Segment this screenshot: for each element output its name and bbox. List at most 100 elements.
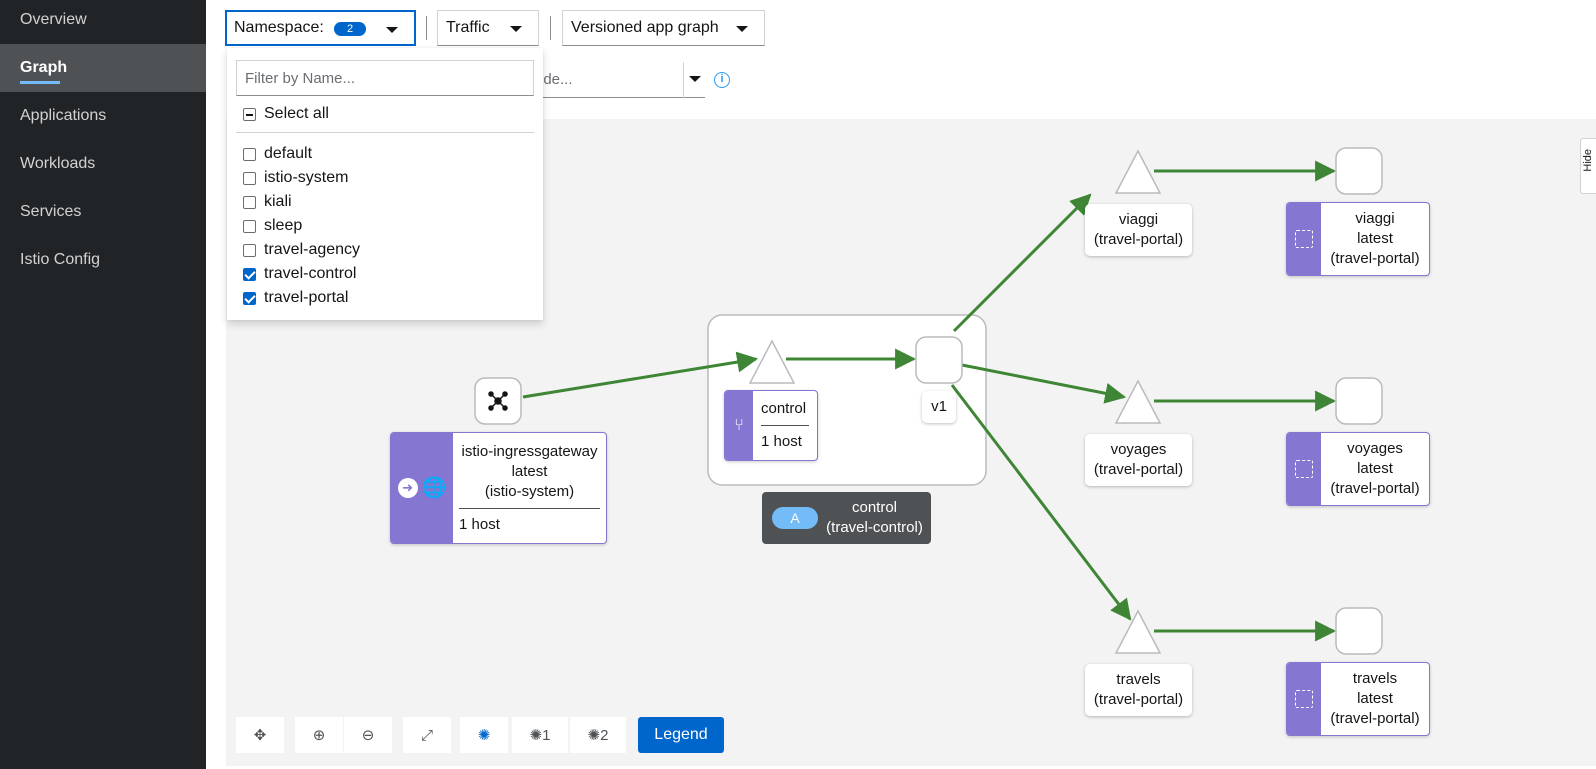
- traffic-dropdown[interactable]: Traffic: [437, 10, 539, 46]
- info-icon[interactable]: i: [714, 72, 730, 88]
- checkbox[interactable]: [243, 220, 256, 233]
- voyages-workload-node[interactable]: [1335, 377, 1383, 425]
- workload-icon: [1295, 460, 1313, 478]
- control-label-text: control 1 host: [753, 391, 817, 460]
- info-icon-glyph: i: [720, 73, 724, 85]
- zoom-out-button[interactable]: ⊖: [344, 717, 392, 753]
- workload-name: travels: [1352, 670, 1398, 687]
- checkbox[interactable]: [243, 172, 256, 185]
- pan-button[interactable]: ✥: [236, 717, 284, 753]
- control-app-box-label[interactable]: A control (travel-control): [762, 492, 931, 544]
- sidebar-nav: Overview Graph Applications Workloads Se…: [0, 0, 206, 769]
- control-v1-node[interactable]: [915, 336, 963, 384]
- app-box-name: control: [851, 499, 898, 516]
- namespace-menu: Select all default istio-system kiali sl…: [227, 48, 543, 320]
- branch-icon: ⑂: [734, 416, 744, 434]
- control-service-node[interactable]: [748, 339, 796, 384]
- layout-default-button[interactable]: ✺: [460, 717, 508, 753]
- arrow-right-circle-icon: ➜: [397, 478, 418, 498]
- app-box-badge: A: [772, 507, 818, 529]
- chevron-down-icon: [689, 76, 701, 82]
- voyages-service-node[interactable]: [1114, 379, 1162, 424]
- service-name: travels: [1116, 671, 1161, 688]
- travels-service-label[interactable]: travels (travel-portal): [1085, 664, 1192, 716]
- pan-icon: ✥: [253, 727, 267, 744]
- workload-namespace: (travel-portal): [1330, 480, 1420, 497]
- legend-button[interactable]: Legend: [638, 717, 724, 753]
- namespace-option-label: kiali: [264, 193, 292, 210]
- hide-input[interactable]: ide...: [535, 62, 705, 98]
- edge-ingress-control[interactable]: [522, 351, 759, 399]
- ingress-label[interactable]: ➜ 🌐 istio-ingressgateway latest (istio-s…: [390, 432, 607, 544]
- sidebar-item-istio-config[interactable]: Istio Config: [0, 236, 206, 284]
- namespace-filter-input[interactable]: [236, 60, 534, 96]
- edge-v1-travels[interactable]: [950, 384, 1132, 621]
- fit-graph-button[interactable]: ⤢: [403, 717, 451, 753]
- sidebar-item-label: Istio Config: [20, 251, 101, 268]
- workload-name: voyages: [1347, 440, 1403, 457]
- namespace-dropdown[interactable]: Namespace: 2: [225, 10, 416, 46]
- viaggi-service-node[interactable]: [1114, 149, 1162, 194]
- chevron-down-icon: [510, 26, 522, 32]
- service-namespace: (travel-portal): [1093, 691, 1184, 708]
- layout-2-button[interactable]: ✺2: [570, 717, 626, 753]
- checkbox[interactable]: [243, 148, 256, 161]
- hide-input-placeholder: ide...: [540, 71, 573, 88]
- hide-panel-label: Hide: [1582, 149, 1594, 172]
- travels-service-node[interactable]: [1114, 609, 1162, 654]
- chevron-down-icon: [736, 26, 748, 32]
- checkbox-indeterminate-icon[interactable]: [243, 108, 256, 121]
- sidebar-item-workloads[interactable]: Workloads: [0, 140, 206, 188]
- control-v1-version: v1: [931, 398, 947, 415]
- ingress-badge-strip: ➜ 🌐: [391, 433, 453, 543]
- checkbox[interactable]: [243, 244, 256, 257]
- graph-canvas[interactable]: ➜ 🌐 istio-ingressgateway latest (istio-s…: [226, 119, 1596, 766]
- edge-v1-viaggi[interactable]: [952, 193, 1092, 333]
- namespace-count-badge: 2: [334, 22, 366, 36]
- edge-v1-voyages[interactable]: [961, 363, 1127, 404]
- ingress-namespace: (istio-system): [484, 482, 575, 500]
- control-service-label[interactable]: ⑂ control 1 host: [724, 390, 818, 461]
- checkbox-checked[interactable]: [243, 292, 256, 305]
- travels-workload-label[interactable]: travels latest (travel-portal): [1286, 662, 1430, 736]
- service-name: viaggi: [1118, 211, 1159, 228]
- namespace-option-label: travel-portal: [264, 289, 349, 306]
- viaggi-workload-node[interactable]: [1335, 147, 1383, 195]
- layout-1-button[interactable]: ✺1: [512, 717, 568, 753]
- workload-version: latest: [1357, 690, 1393, 707]
- hide-options-toggle[interactable]: [683, 62, 705, 98]
- checkbox-checked[interactable]: [243, 268, 256, 281]
- travels-workload-node[interactable]: [1335, 607, 1383, 655]
- graph-type-dropdown[interactable]: Versioned app graph: [562, 10, 765, 46]
- control-v1-label[interactable]: v1: [922, 391, 956, 423]
- sidebar-item-services[interactable]: Services: [0, 188, 206, 236]
- service-namespace: (travel-portal): [1093, 231, 1184, 248]
- globe-icon: 🌐: [421, 477, 447, 499]
- checkbox[interactable]: [243, 196, 256, 209]
- voyages-workload-label[interactable]: voyages latest (travel-portal): [1286, 432, 1430, 506]
- workload-version: latest: [1357, 230, 1393, 247]
- layout-1-label: 1: [542, 726, 551, 744]
- sidebar-item-overview[interactable]: Overview: [0, 0, 206, 44]
- zoom-in-button[interactable]: ⊕: [295, 717, 343, 753]
- voyages-service-label[interactable]: voyages (travel-portal): [1085, 434, 1192, 486]
- layout-default-icon: ✺: [477, 727, 491, 744]
- toolbar-divider: [550, 16, 551, 40]
- namespace-dropdown-label: Namespace:: [234, 19, 324, 36]
- sidebar-item-applications[interactable]: Applications: [0, 92, 206, 140]
- viaggi-service-label[interactable]: viaggi (travel-portal): [1085, 204, 1192, 256]
- layout-2-label: 2: [600, 726, 609, 744]
- hide-panel-tab[interactable]: Hide: [1580, 138, 1596, 194]
- namespace-option-label: sleep: [264, 217, 303, 234]
- ingress-label-text: istio-ingressgateway latest (istio-syste…: [453, 433, 606, 543]
- graph-edges: [522, 160, 1337, 642]
- sidebar-item-graph[interactable]: Graph: [0, 44, 206, 92]
- ingress-version: latest: [511, 462, 548, 480]
- control-badge-strip: ⑂: [725, 391, 753, 460]
- layout-1-icon: ✺: [529, 727, 543, 744]
- control-service-hosts: 1 host: [761, 433, 802, 450]
- sidebar-item-label: Services: [20, 203, 82, 220]
- menu-divider: [236, 132, 534, 133]
- viaggi-workload-label[interactable]: viaggi latest (travel-portal): [1286, 202, 1430, 276]
- workload-version: latest: [1357, 460, 1393, 477]
